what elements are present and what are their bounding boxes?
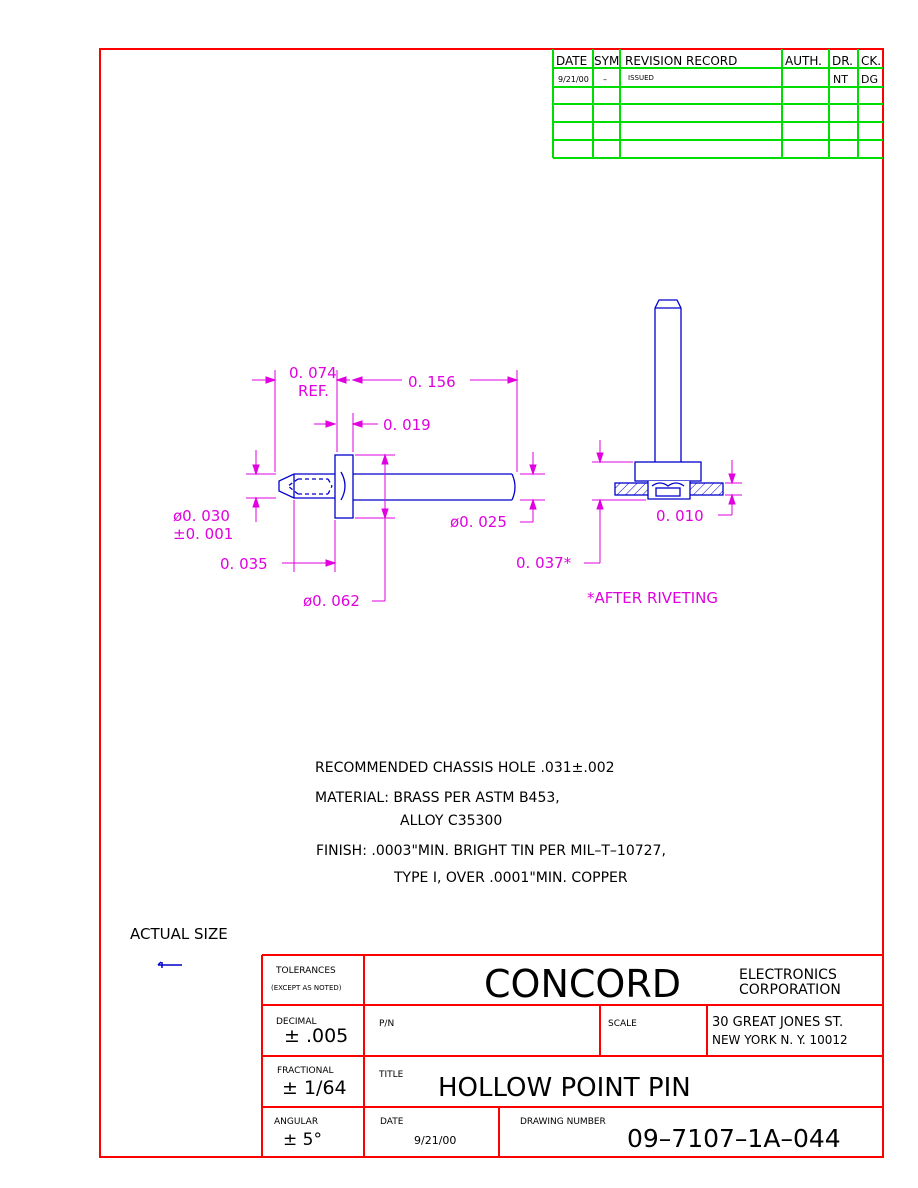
address-2: NEW YORK N. Y. 10012	[712, 1033, 848, 1047]
dim-074: 0. 074	[289, 364, 337, 382]
note-finish-1: FINISH: .0003"MIN. BRIGHT TIN PER MIL–T–…	[316, 843, 666, 859]
rev-header-sym: SYM	[594, 54, 619, 68]
rev-header-record: REVISION RECORD	[625, 54, 737, 68]
dim-010: 0. 010	[656, 507, 704, 525]
company-sub-2: CORPORATION	[739, 982, 841, 998]
sheet-border	[99, 48, 884, 1158]
riveted-view-dim-labels: 0. 010 0. 037* *AFTER RIVETING	[516, 507, 718, 607]
riveted-view-dimensions	[584, 440, 742, 564]
rev-row-ck: DG	[861, 73, 878, 86]
tolerances-label: TOLERANCES	[275, 966, 336, 976]
fractional-value: ± 1/64	[282, 1077, 347, 1099]
title-block-text: TOLERANCES (EXCEPT AS NOTED) CONCORD ELE…	[271, 962, 848, 1153]
angular-value: ± 5°	[283, 1130, 322, 1150]
note-chassis-hole: RECOMMENDED CHASSIS HOLE .031±.002	[315, 760, 615, 776]
rev-header-auth: AUTH.	[785, 54, 822, 68]
side-view-dimensions	[246, 370, 545, 602]
rev-row-sym: –	[603, 75, 607, 84]
pn-label: P/N	[379, 1019, 394, 1029]
rev-header-date: DATE	[556, 54, 587, 68]
dim-tol-001: ±0. 001	[173, 525, 233, 543]
dim-dia-025: ø0. 025	[450, 513, 507, 531]
title-label: TITLE	[378, 1070, 404, 1080]
revision-headers: DATE SYM REVISION RECORD AUTH. DR. CK.	[556, 54, 881, 68]
note-material-2: ALLOY C35300	[400, 813, 502, 829]
dim-037: 0. 037*	[516, 554, 572, 572]
except-noted-label: (EXCEPT AS NOTED)	[271, 984, 342, 992]
dim-ref: REF.	[298, 382, 329, 400]
dim-019: 0. 019	[383, 416, 431, 434]
scale-label: SCALE	[608, 1019, 637, 1029]
date-label: DATE	[380, 1117, 404, 1127]
note-finish-2: TYPE I, OVER .0001"MIN. COPPER	[393, 870, 628, 886]
side-view-dim-labels: 0. 074 REF. 0. 156 0. 019 ø0. 030 ±0. 00…	[173, 364, 507, 610]
after-riveting-note: *AFTER RIVETING	[587, 589, 718, 607]
angular-label: ANGULAR	[274, 1117, 318, 1127]
rev-header-ck: CK.	[861, 54, 881, 68]
dim-035: 0. 035	[220, 555, 268, 573]
company-name: CONCORD	[484, 962, 681, 1006]
revision-row: 9/21/00 – ISSUED NT DG	[558, 73, 878, 86]
drawing-number-label: DRAWING NUMBER	[520, 1117, 606, 1127]
rev-header-dr: DR.	[832, 54, 853, 68]
decimal-value: ± .005	[284, 1025, 348, 1047]
actual-size-label: ACTUAL SIZE	[130, 925, 228, 943]
rev-row-date: 9/21/00	[558, 75, 589, 84]
date-value: 9/21/00	[414, 1134, 456, 1147]
fractional-label: FRACTIONAL	[277, 1066, 334, 1076]
rev-row-dr: NT	[833, 73, 848, 86]
drawing-title: HOLLOW POINT PIN	[438, 1073, 691, 1103]
note-material-1: MATERIAL: BRASS PER ASTM B453,	[315, 790, 560, 806]
company-sub-1: ELECTRONICS	[739, 967, 837, 983]
pin-riveted-view	[614, 299, 724, 500]
decimal-label: DECIMAL	[276, 1017, 317, 1027]
address-1: 30 GREAT JONES ST.	[712, 1015, 843, 1030]
drawing-number: 09–7107–1A–044	[627, 1124, 841, 1153]
actual-size-pin-icon	[157, 961, 182, 968]
dim-dia-062: ø0. 062	[303, 592, 360, 610]
dim-dia-030: ø0. 030	[173, 507, 230, 525]
pin-side-view	[278, 454, 516, 519]
dim-156: 0. 156	[408, 373, 456, 391]
title-block	[261, 954, 883, 1157]
revision-table	[552, 49, 883, 159]
notes: RECOMMENDED CHASSIS HOLE .031±.002 MATER…	[130, 760, 666, 943]
rev-row-record: ISSUED	[628, 74, 654, 82]
